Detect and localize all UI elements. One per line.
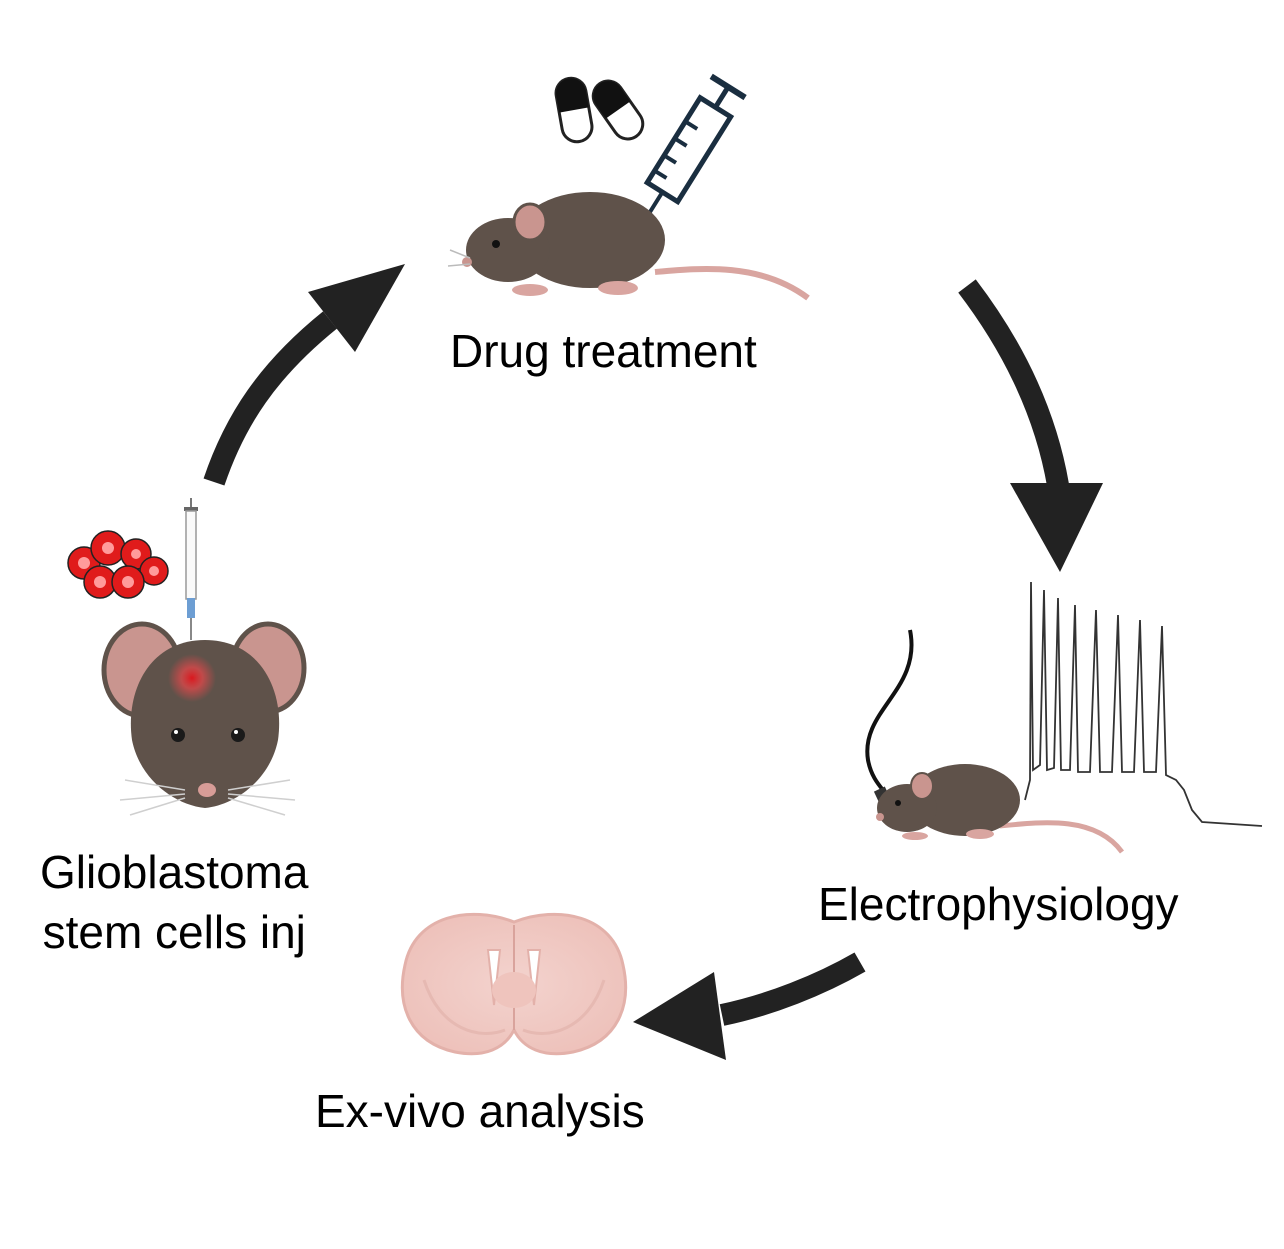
arrow-drug-to-ephys xyxy=(958,279,1103,572)
pills-icon xyxy=(554,76,645,144)
step-label-glioblastoma-injection: Glioblastoma stem cells inj xyxy=(40,842,308,962)
needle-icon xyxy=(184,498,198,640)
mouse-icon xyxy=(876,764,1125,854)
mouse-icon xyxy=(101,621,307,816)
step-label-drug-treatment: Drug treatment xyxy=(450,325,757,377)
arrow-injection-to-drug xyxy=(203,264,405,486)
tumor-cells-icon xyxy=(67,530,169,599)
step-label-electrophysiology: Electrophysiology xyxy=(818,878,1179,930)
step-label-ex-vivo-analysis: Ex-vivo analysis xyxy=(315,1085,645,1137)
brain-slice-icon xyxy=(400,912,628,1056)
step-label-line-2: stem cells inj xyxy=(42,906,306,958)
spike-trace-icon xyxy=(1024,581,1263,827)
step-label-line-1: Glioblastoma xyxy=(40,846,309,898)
mouse-icon xyxy=(447,192,810,301)
arrow-ephys-to-exvivo xyxy=(633,952,866,1060)
syringe-icon xyxy=(643,73,747,222)
